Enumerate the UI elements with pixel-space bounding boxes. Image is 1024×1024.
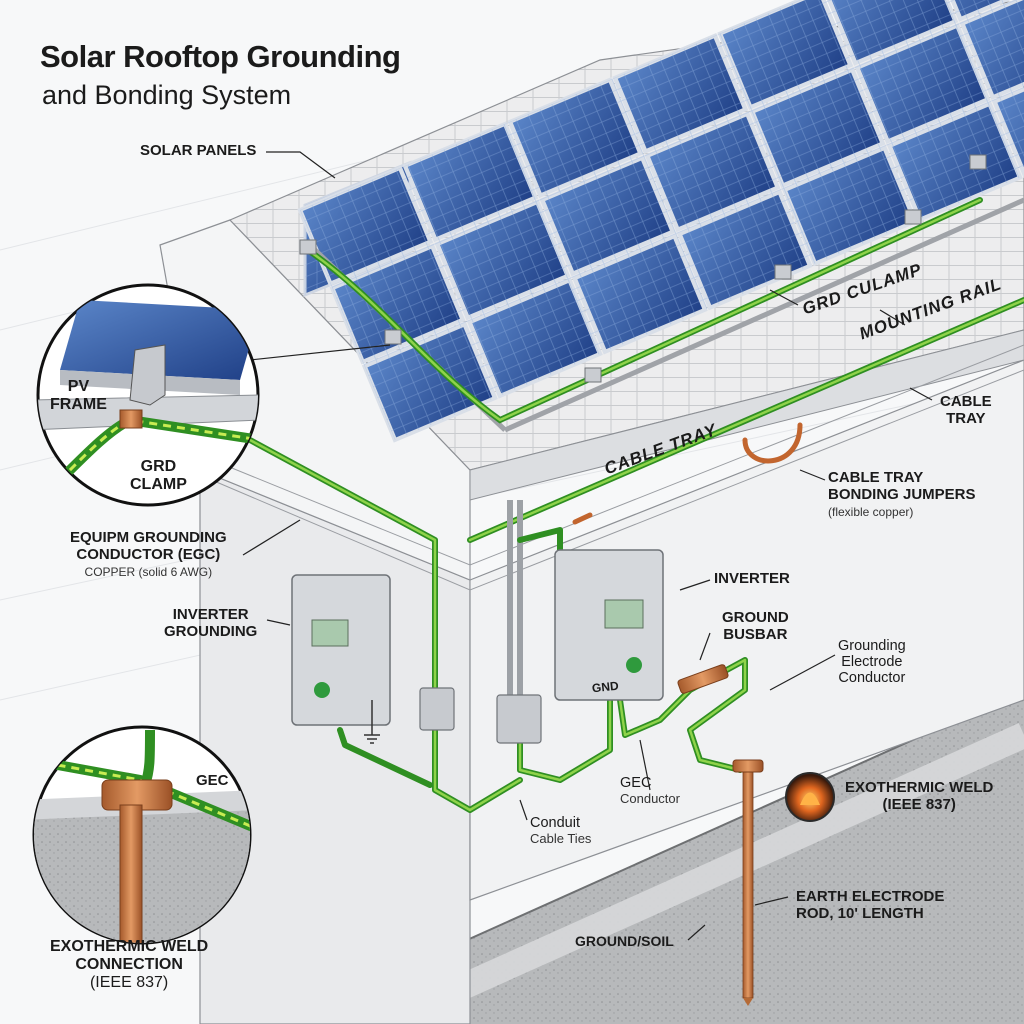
label-gec-conductor-line2: Conductor [620,791,680,807]
detail-exothermic-weld [32,725,252,945]
label-ewc-line1: EXOTHERMIC WELD [50,938,209,955]
label-pv-frame-line2: FRAME [50,395,107,413]
page-title: Solar Rooftop Grounding [40,39,401,74]
detail-pv-frame-clamp [36,283,260,507]
inverter-right [554,549,664,701]
label-ground-busbar-line1: GROUND [722,609,789,626]
label-egc: EQUIPM GROUNDING CONDUCTOR (EGC) COPPER … [70,529,227,580]
label-ground-soil: GROUND/SOIL [575,933,674,949]
label-gec-conductor: GEC Conductor [620,775,680,807]
label-cable-tray: CABLE TRAY [940,393,992,428]
label-earth-electrode-line2: ROD, 10' LENGTH [796,904,924,922]
label-gnd: GND [591,678,620,696]
label-gec-electrode-line1: Grounding [838,638,906,654]
junction-boxes [419,687,542,744]
label-exothermic-weld-line1: EXOTHERMIC WELD [845,779,994,796]
label-grd-clamp-detail-line2: CLAMP [130,475,187,493]
leader-lines [242,151,933,941]
label-pv-frame-line1: PV [67,378,90,395]
label-conduit-line2: Cable Ties [530,831,592,847]
label-ground-busbar-line2: BUSBAR [723,625,788,643]
label-earth-electrode-line1: EARTH ELECTRODE [796,888,945,905]
label-ewc-line2: CONNECTION [75,955,183,973]
label-bonding-jumpers-line2: BONDING JUMPERS [828,485,976,503]
inverter-left [291,574,391,744]
label-exothermic-weld: EXOTHERMIC WELD (IEEE 837) [845,779,994,814]
label-solar-panels: SOLAR PANELS [140,142,257,159]
label-grd-clamp-detail: GRD CLAMP [130,458,187,494]
label-inverter-grounding-line2: GROUNDING [164,622,258,640]
label-gec-conductor-line1: GEC [620,775,652,791]
label-cable-tray-line1: CABLE [940,393,992,410]
label-ground-busbar: GROUND BUSBAR [722,609,789,644]
label-inverter-grounding: INVERTER GROUNDING [164,606,258,641]
label-ewc-line3: (IEEE 837) [89,973,169,991]
label-grd-clamp-detail-line1: GRD [140,458,177,475]
label-egc-line1: EQUIPM GROUNDING [70,529,227,546]
cable-tray-bonding-jumpers [572,422,803,525]
label-conduit-cable-ties: Conduit Cable Ties [530,815,591,847]
label-egc-note: COPPER (solid 6 AWG) [84,564,213,579]
label-exothermic-weld-connection: EXOTHERMIC WELD CONNECTION (IEEE 837) [50,938,208,992]
label-cable-tray-bonding-jumpers: CABLE TRAY BONDING JUMPERS (flexible cop… [828,469,976,520]
label-egc-line2: CONDUCTOR (EGC) [76,545,221,563]
solar-panel-array [297,0,1024,443]
label-gec-electrode-line2: Electrode [841,654,903,671]
label-gec-detail: GEC [196,772,229,789]
grd-clamps [299,154,987,383]
label-gec-conductor-electrode: Grounding Electrode Conductor [838,638,906,687]
building-side-wall [469,359,1024,901]
label-bonding-jumpers-line1: CABLE TRAY [828,469,924,486]
label-earth-electrode-rod: EARTH ELECTRODE ROD, 10' LENGTH [796,888,945,923]
label-pv-frame: PV FRAME [50,378,107,414]
label-gec-electrode-line3: Conductor [838,670,906,687]
page-subtitle: and Bonding System [42,80,292,110]
exothermic-weld-icon [785,772,835,822]
earth-electrode-rod [732,759,764,1006]
label-inverter-grounding-line1: INVERTER [172,606,249,623]
label-bonding-jumpers-note: (flexible copper) [828,504,914,519]
label-conduit-line1: Conduit [530,815,580,831]
label-inverter: INVERTER [714,570,790,587]
label-cable-tray-line2: TRAY [946,409,986,427]
ground-busbar [677,664,729,694]
label-exothermic-weld-line2: (IEEE 837) [882,795,956,813]
